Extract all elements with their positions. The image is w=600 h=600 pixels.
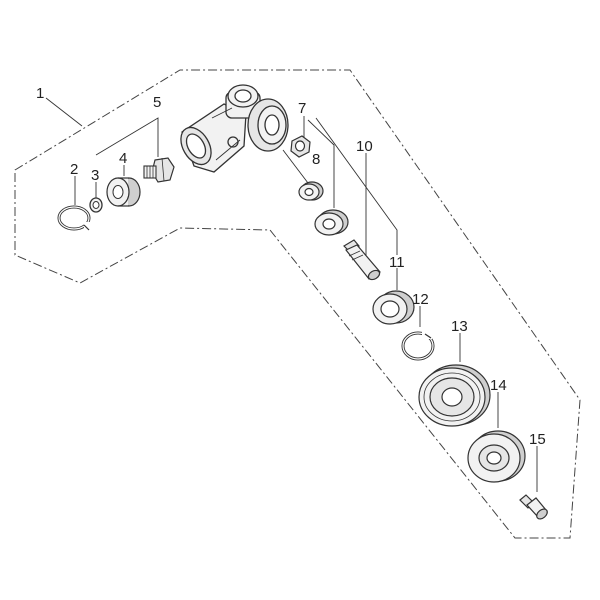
callout-8: 8 [312,151,321,168]
leader-11a [315,117,398,255]
callout-12: 12 [412,291,429,308]
callout-11: 11 [389,254,405,271]
part-threaded-plug [143,157,175,183]
part-bolt [519,494,548,520]
callout-10: 10 [356,138,373,155]
callout-3: 3 [91,167,100,184]
callout-7: 7 [298,100,307,117]
part-retaining-cup [467,430,526,483]
part-hex-nut [290,135,311,158]
part-large-circlip [401,331,435,361]
part-gear-head-housing [180,84,289,173]
part-bearing [106,177,141,207]
callout-14: 14 [490,377,507,394]
callout-5: 5 [153,94,162,111]
callout-15: 15 [529,431,546,448]
part-shaft [343,239,381,281]
part-bearing-lower [314,209,349,236]
part-circlip [57,205,92,231]
leader-1 [45,97,83,127]
callout-13: 13 [451,318,468,335]
callout-2: 2 [70,161,79,178]
assembly-boundary-outline [14,69,581,539]
leader-5 [95,117,159,157]
callout-4: 4 [119,150,128,167]
callout-1: 1 [36,85,45,102]
part-cover-plate [418,364,491,427]
leader-8 [282,149,309,184]
leader-lines [45,97,538,492]
part-small-ring [89,197,103,213]
part-small-bearing [298,181,324,201]
part-large-bearing [372,290,415,325]
leader-7b [307,119,335,208]
